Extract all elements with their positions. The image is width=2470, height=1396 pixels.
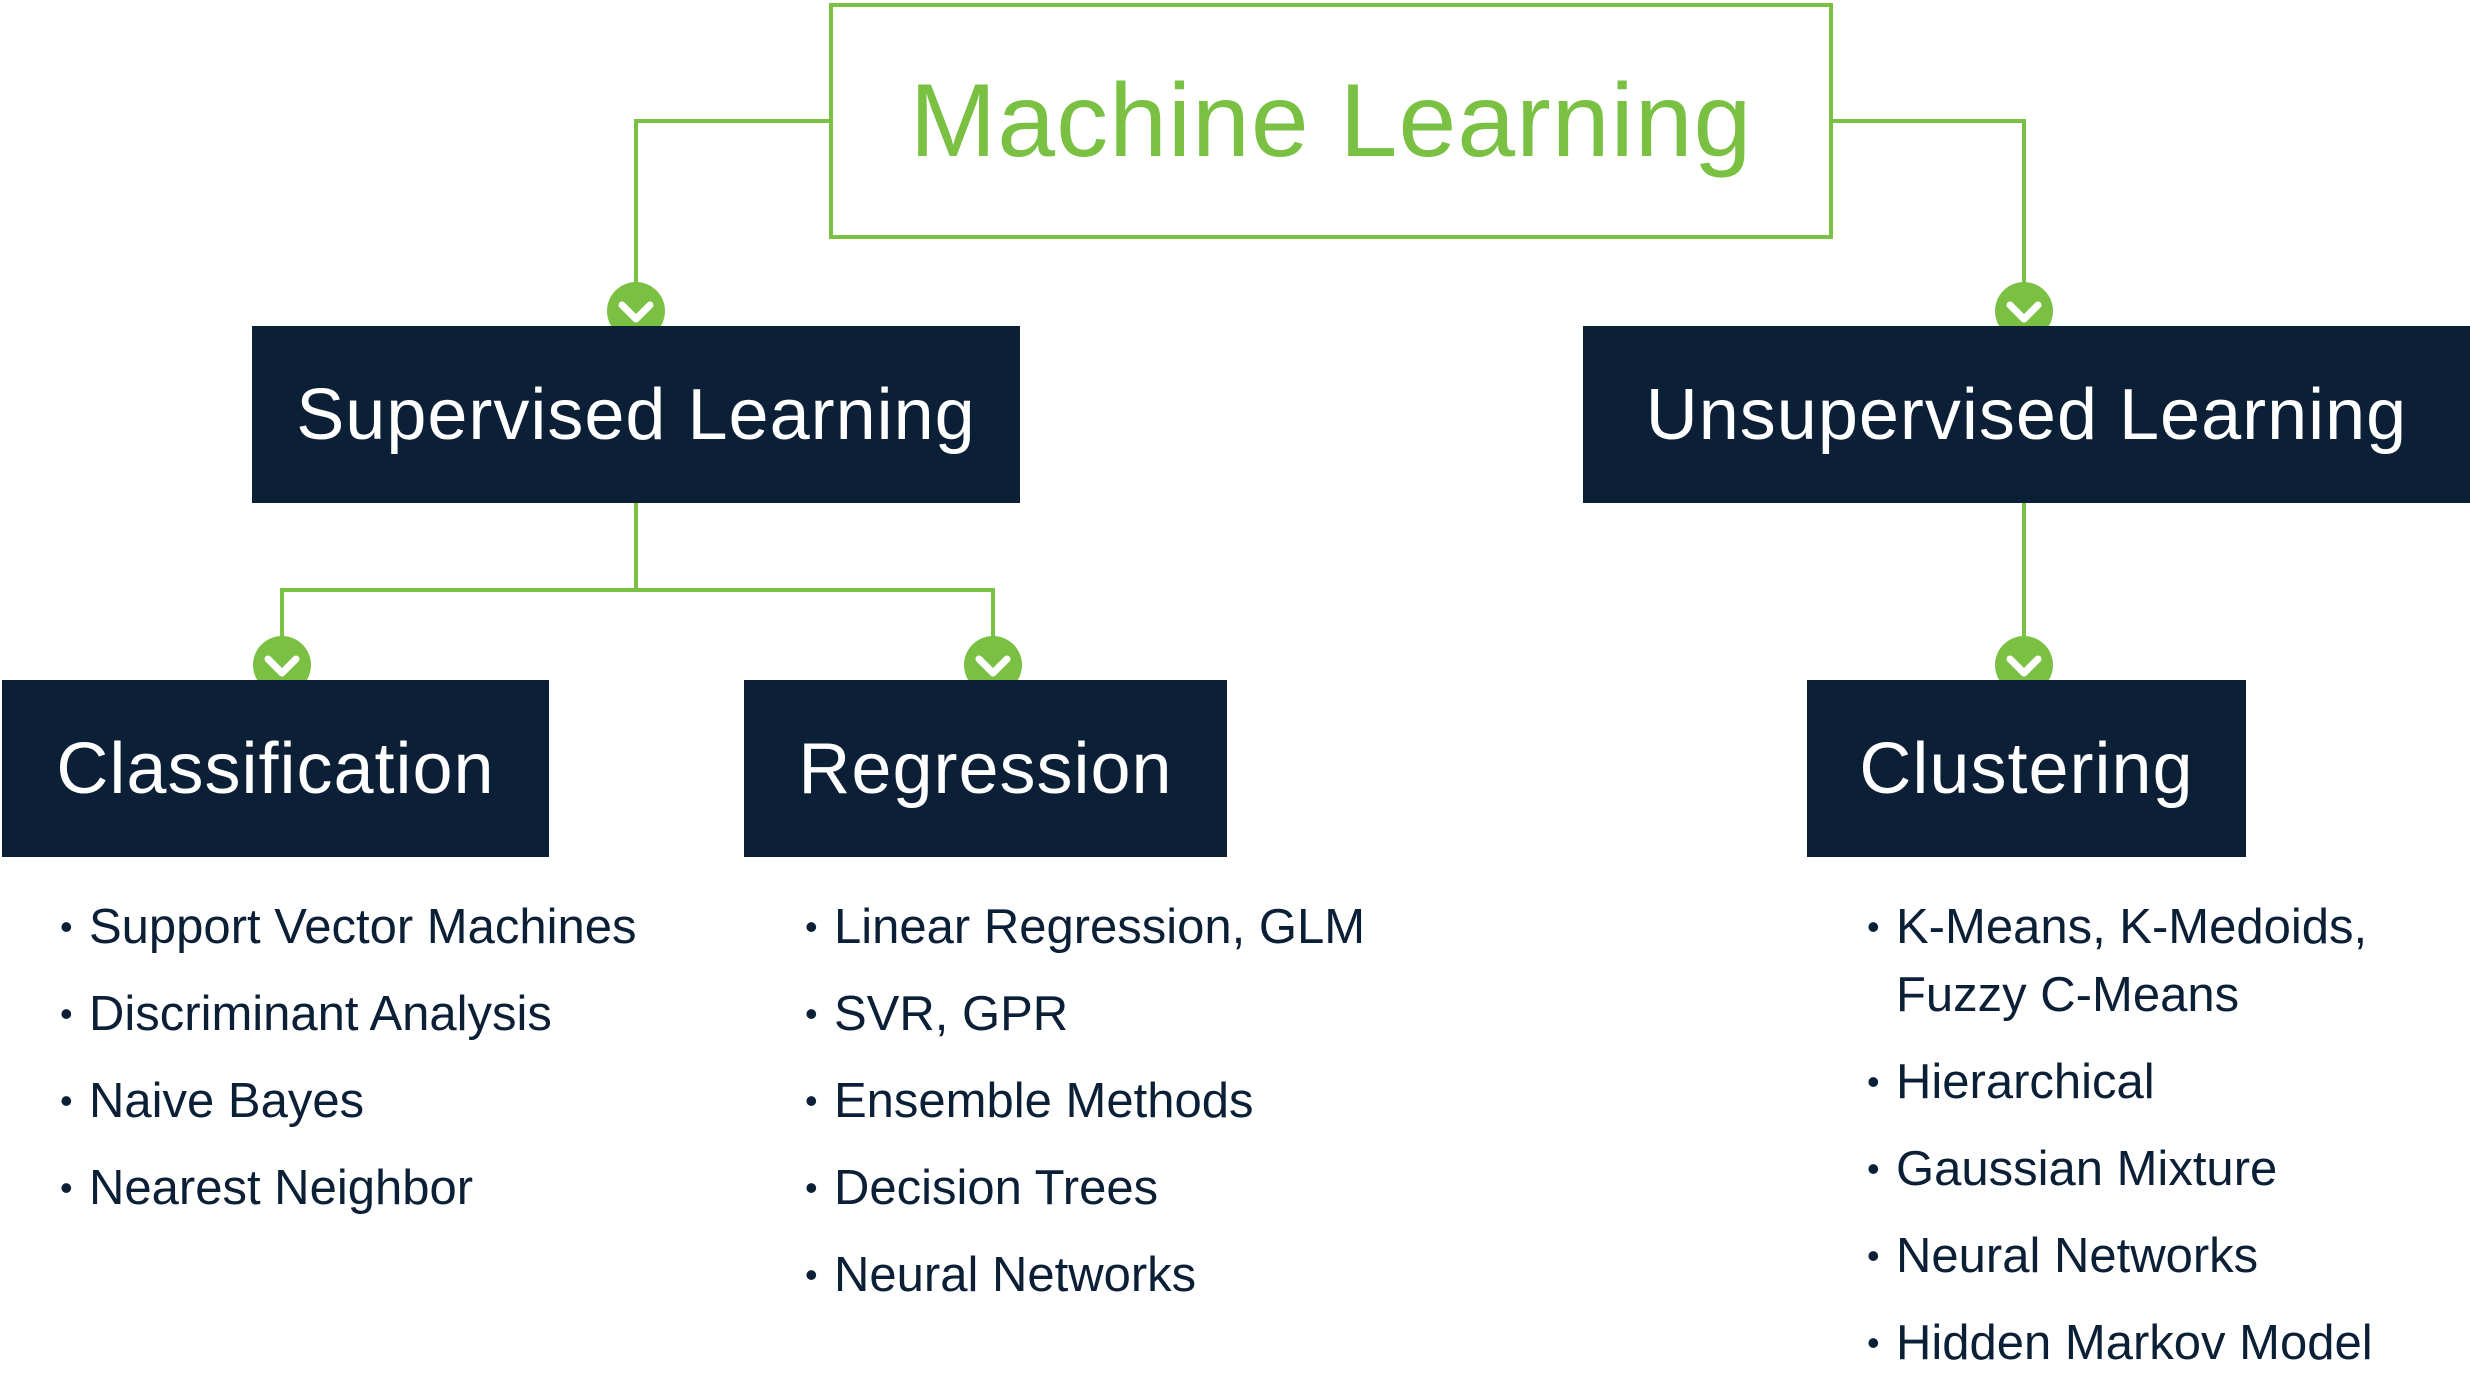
bullet-icon: •	[60, 1080, 73, 1121]
ml-taxonomy-diagram: Machine Learning Supervised Learning Uns…	[2, 3, 2470, 1370]
list-item: • Naive Bayes	[60, 1067, 636, 1135]
list-item-label: Decision Trees	[834, 1161, 1159, 1215]
node-unsupervised-learning: Unsupervised Learning	[1583, 326, 2470, 503]
node-clustering: Clustering	[1807, 680, 2246, 857]
chevron-down-icon	[1995, 282, 2053, 340]
list-item-label: Hierarchical	[1896, 1055, 2155, 1109]
bullet-icon: •	[1867, 1235, 1880, 1276]
list-item: • Neural Networks	[805, 1241, 1365, 1309]
list-item-label: SVR, GPR	[834, 987, 1069, 1041]
list-item-label: Naive Bayes	[89, 1074, 365, 1128]
connector-root-to-unsupervised	[1833, 119, 2026, 290]
list-item-label: Discriminant Analysis	[89, 987, 552, 1041]
list-item-label: K-Means, K-Medoids, Fuzzy C-Means	[1896, 900, 2368, 1022]
list-item: • Support Vector Machines	[60, 893, 636, 961]
root-title: Machine Learning	[909, 62, 1753, 179]
list-item-label: Support Vector Machines	[89, 900, 637, 954]
list-item-label: Hidden Markov Model	[1896, 1316, 2373, 1370]
list-item-label: Linear Regression, GLM	[834, 900, 1366, 954]
list-item-label: Ensemble Methods	[834, 1074, 1254, 1128]
root-node-machine-learning: Machine Learning	[829, 3, 1833, 239]
chevron-down-icon	[253, 636, 311, 694]
bullet-icon: •	[805, 1254, 818, 1295]
list-item-label: Gaussian Mixture	[1896, 1142, 2278, 1196]
connector-supervised-to-classification	[280, 588, 995, 645]
node-title: Regression	[798, 728, 1173, 809]
node-title: Unsupervised Learning	[1645, 374, 2408, 455]
bullet-icon: •	[805, 1080, 818, 1121]
node-title: Supervised Learning	[296, 374, 976, 455]
chevron-down-icon	[607, 282, 665, 340]
connector-root-to-supervised	[634, 119, 829, 290]
list-item: • Gaussian Mixture	[1867, 1135, 2436, 1203]
list-item: • K-Means, K-Medoids, Fuzzy C-Means	[1867, 893, 2436, 1029]
list-item: • Hierarchical	[1867, 1048, 2436, 1116]
list-item: • Nearest Neighbor	[60, 1154, 636, 1222]
bullet-icon: •	[805, 993, 818, 1034]
bullet-icon: •	[1867, 1322, 1880, 1363]
bullet-icon: •	[1867, 906, 1880, 947]
bullet-icon: •	[1867, 1148, 1880, 1189]
node-classification: Classification	[2, 680, 549, 857]
bullet-icon: •	[60, 906, 73, 947]
list-item: • Ensemble Methods	[805, 1067, 1365, 1135]
node-title: Clustering	[1859, 728, 2194, 809]
bullet-icon: •	[805, 1167, 818, 1208]
list-item: • SVR, GPR	[805, 980, 1365, 1048]
list-item-label: Neural Networks	[1896, 1229, 2259, 1283]
list-item: • Linear Regression, GLM	[805, 893, 1365, 961]
clustering-method-list: • K-Means, K-Medoids, Fuzzy C-Means • Hier…	[1867, 893, 2436, 1396]
bullet-icon: •	[60, 993, 73, 1034]
node-title: Classification	[56, 728, 495, 809]
list-item: • Neural Networks	[1867, 1222, 2436, 1290]
chevron-down-icon	[1995, 636, 2053, 694]
bullet-icon: •	[1867, 1061, 1880, 1102]
list-item: • Hidden Markov Model	[1867, 1309, 2436, 1377]
bullet-icon: •	[805, 906, 818, 947]
regression-method-list: • Linear Regression, GLM • SVR, GPR • Ensem…	[805, 893, 1365, 1328]
classification-method-list: • Support Vector Machines • Discriminant A…	[60, 893, 636, 1241]
node-regression: Regression	[744, 680, 1227, 857]
list-item-label: Nearest Neighbor	[89, 1161, 474, 1215]
list-item: • Discriminant Analysis	[60, 980, 636, 1048]
chevron-down-icon	[964, 636, 1022, 694]
node-supervised-learning: Supervised Learning	[252, 326, 1020, 503]
connector-lines	[253, 119, 2053, 694]
list-item: • Decision Trees	[805, 1154, 1365, 1222]
bullet-icon: •	[60, 1167, 73, 1208]
list-item-label: Neural Networks	[834, 1248, 1197, 1302]
